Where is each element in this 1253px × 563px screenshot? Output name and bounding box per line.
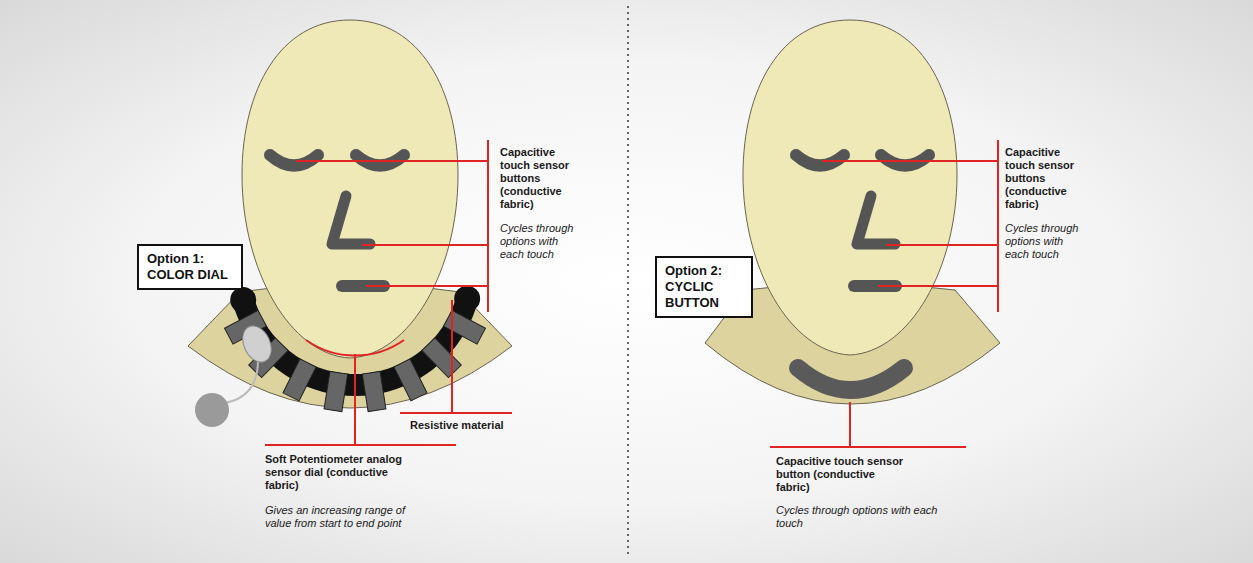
fabric-segment (283, 359, 316, 401)
leader-lines (770, 140, 998, 447)
divider (627, 6, 629, 557)
head (242, 20, 458, 358)
part-label: Capacitive touch sensor button (conducti… (776, 455, 911, 494)
dial-end (454, 286, 480, 312)
dial-end (230, 287, 256, 313)
head-figure (705, 20, 1000, 447)
fabric-segment (394, 359, 427, 401)
description-note: Cycles through options with each touch (1005, 222, 1085, 261)
fabric-segment (422, 338, 461, 378)
head-figure (188, 20, 512, 445)
option-box: Option 2: CYCLIC BUTTON (655, 256, 753, 318)
smile-button (798, 368, 904, 390)
fabric-segment (362, 371, 386, 411)
fabric-segment (324, 371, 348, 411)
head (743, 20, 957, 355)
part-label: Soft Potentiometer analog sensor dial (c… (265, 453, 415, 492)
description-note: Cycles through options with each touch (776, 504, 941, 530)
description-note: Cycles through options with each touch (500, 222, 580, 261)
option-title: Option 1: COLOR DIAL (147, 251, 233, 283)
description-note: Gives an increasing range of value from … (265, 504, 430, 530)
leader-lines (265, 140, 512, 445)
nose-button (332, 196, 370, 244)
part-label: Capacitive touch sensor buttons (conduct… (1005, 146, 1083, 211)
fabric-segment (443, 310, 485, 344)
part-label: Resistive material (410, 419, 530, 432)
option-box: Option 1: COLOR DIAL (137, 244, 243, 290)
part-label: Capacitive touch sensor buttons (conduct… (500, 146, 578, 211)
slider-contact (237, 321, 277, 366)
wire-plug (195, 393, 229, 427)
option-title: Option 2: CYCLIC BUTTON (665, 263, 743, 311)
potentiometer-dial (195, 286, 485, 427)
nose-button (857, 196, 895, 244)
